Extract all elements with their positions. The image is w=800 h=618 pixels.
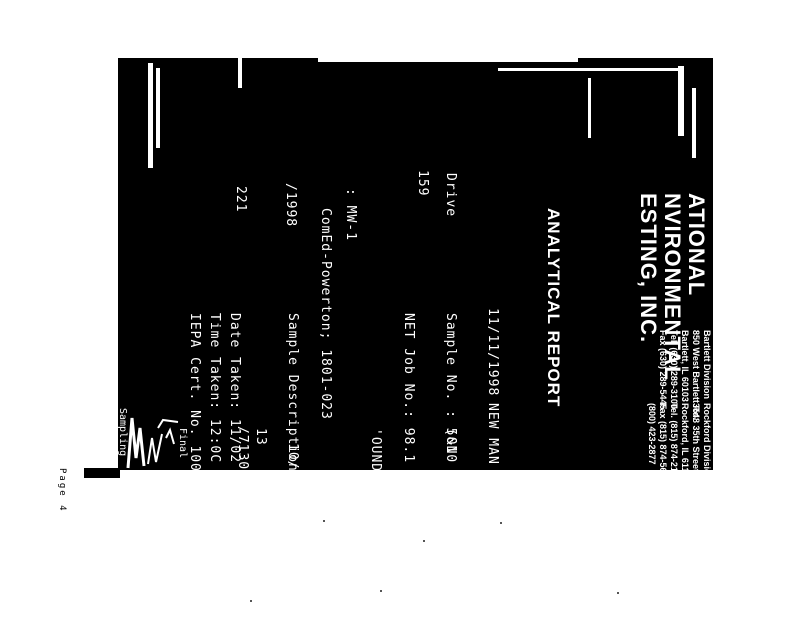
date-taken: Date Taken: 11/02	[227, 313, 242, 464]
scan-streak	[318, 58, 578, 62]
scan-streak	[678, 66, 684, 136]
right-fragment-b: (&N	[443, 428, 458, 455]
signature-mark	[126, 417, 179, 469]
left-zip: 159	[415, 170, 430, 197]
scan-streak	[156, 68, 160, 148]
report-date: 11/11/1998	[485, 308, 500, 397]
left-drive: Drive	[443, 173, 458, 218]
left-year: /1998	[283, 183, 298, 228]
right-fragment-a: NEW MAN	[485, 403, 500, 465]
scan-streak	[588, 78, 591, 138]
bottom-scan-bar	[84, 468, 120, 478]
scan-speck	[617, 592, 619, 594]
job-number: NET Job No.: 98.1	[401, 313, 416, 464]
right-fragment-d: 10/1998	[285, 443, 300, 470]
scan-speck	[250, 600, 252, 602]
scan-streak	[692, 88, 696, 158]
scan-speck	[323, 520, 325, 522]
report-title: ANALYTICAL REPORT	[544, 208, 563, 408]
scan-streak	[238, 58, 242, 88]
scan-speck	[500, 522, 502, 524]
scan-speck	[380, 590, 382, 592]
left-code: 221	[233, 186, 248, 213]
company-name: ATIONAL NVIRONMENTAL ESTING, INC.	[636, 193, 709, 381]
right-fragment-f: 13	[253, 428, 268, 446]
page-mark: Page 4	[57, 468, 67, 513]
right-fragment-c: 'OUND AN	[368, 428, 383, 470]
project-name: ComEd-Powerton; 1801-023	[318, 208, 333, 420]
scanned-report: Rockford Division 3548 35th Street Rockf…	[118, 58, 713, 470]
scan-streak	[498, 68, 678, 71]
left-mw: : MW-1	[343, 188, 358, 241]
scan-streak	[148, 63, 153, 168]
scan-speck	[423, 540, 425, 542]
